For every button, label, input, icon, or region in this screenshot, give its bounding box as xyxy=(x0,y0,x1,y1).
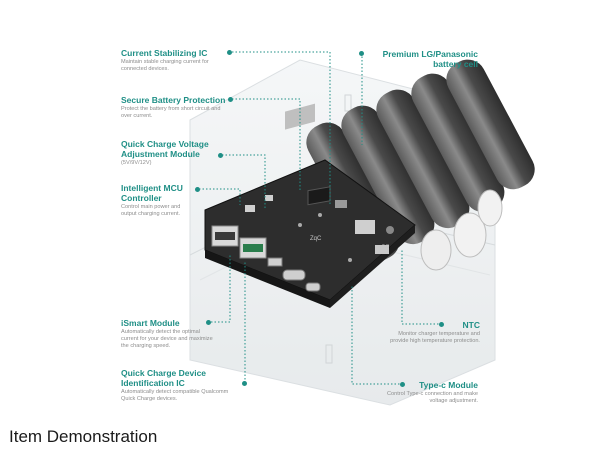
callout-ismart: iSmart Module Automatically detect the o… xyxy=(121,318,216,350)
callout-title: Secure Battery Protection xyxy=(121,95,226,105)
callout-current-stabilizing: Current Stabilizing IC Maintain stable c… xyxy=(121,48,229,73)
callout-premium-cell: Premium LG/Panasonic battery cell xyxy=(370,49,478,69)
callout-desc: Automatically detect the optimal current… xyxy=(121,329,213,349)
board-marking-ic1: ZqC xyxy=(310,236,322,242)
callout-title: NTC xyxy=(462,320,480,330)
board-marking-ic2: 0.8 xyxy=(382,244,389,250)
leader-dot-ntc xyxy=(439,322,444,327)
circuit-board xyxy=(204,103,416,308)
leader-dot-typec xyxy=(400,382,405,387)
callout-title: Current Stabilizing IC xyxy=(121,48,208,58)
callout-title: Intelligent MCU Controller xyxy=(121,183,183,203)
callout-title: Quick Charge Voltage Adjustment Module xyxy=(121,139,209,159)
callout-desc: (5V/9V/12V) xyxy=(121,160,152,166)
callout-title: Quick Charge Device Identification IC xyxy=(121,368,207,388)
callout-desc: Control Type-c connection and make volta… xyxy=(386,391,478,404)
callout-title: Type-c Module xyxy=(419,380,478,390)
callout-desc: Control main power and output charging c… xyxy=(121,204,181,217)
leader-dot-intelligent-mcu xyxy=(195,187,200,192)
callout-secure-battery: Secure Battery Protection Protect the ba… xyxy=(121,95,229,120)
leader-dot-premium-cell xyxy=(359,51,364,56)
callout-quick-charge-identification: Quick Charge Device Identification IC Au… xyxy=(121,368,231,403)
callout-desc: Automatically detect compatible Qualcomm… xyxy=(121,389,229,402)
leader-dot-ismart xyxy=(206,320,211,325)
leader-dot-quick-charge-identification xyxy=(242,381,247,386)
callout-typec: Type-c Module Control Type-c connection … xyxy=(378,380,478,405)
caption: Item Demonstration xyxy=(9,427,158,446)
callout-ntc: NTC Monitor charger temperature and prov… xyxy=(388,320,480,345)
leader-dot-secure-battery xyxy=(228,97,233,102)
callout-intelligent-mcu: Intelligent MCU Controller Control main … xyxy=(121,183,196,218)
callout-desc: Monitor charger temperature and provide … xyxy=(390,331,480,344)
callout-desc: Protect the battery from short circuit a… xyxy=(121,106,221,119)
callout-desc: Maintain stable charging current for con… xyxy=(121,59,209,72)
battery-cells xyxy=(306,59,535,271)
leader-dot-current-stabilizing xyxy=(227,50,232,55)
callout-quick-charge-voltage: Quick Charge Voltage Adjustment Module (… xyxy=(121,139,221,167)
product-diagram: ZqC 0.8 Current Stabilizing IC Maintain … xyxy=(121,48,535,406)
powerbank-illustration: ZqC 0.8 xyxy=(189,51,535,406)
leader-dot-quick-charge-voltage xyxy=(218,153,223,158)
leader-lines xyxy=(199,51,442,385)
callout-title: iSmart Module xyxy=(121,318,180,328)
callout-title: Premium LG/Panasonic battery cell xyxy=(382,49,478,69)
